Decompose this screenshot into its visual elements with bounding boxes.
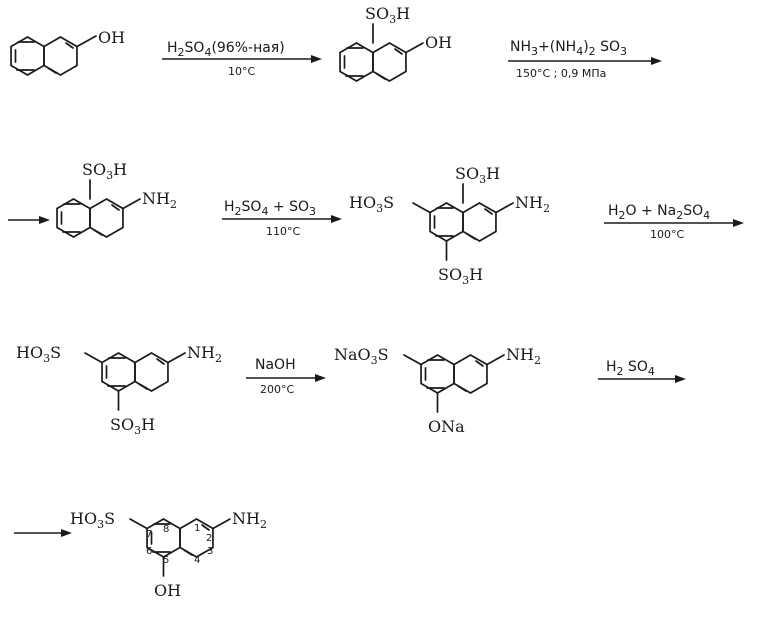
compound-sodium-salt: NH2 NaO3S ONa: [334, 345, 541, 436]
nh2-label: NH2: [515, 193, 550, 215]
compound-2-hydroxy-1-naphthalenesulfonic-acid: SO3H OH: [339, 4, 452, 82]
arrow-step-3: H2SO4 + SO3 110°C: [222, 199, 342, 238]
compound-6-amino-1-3-naphthalenedisulfonic-acid: NH2 HO3S SO3H: [16, 343, 222, 437]
so3h-label: SO3H: [82, 160, 127, 182]
left-ho3s-label: HO3S: [349, 193, 394, 215]
ona-label: ONa: [428, 417, 465, 436]
position-8: 8: [163, 524, 169, 535]
bottom-so3h-label: SO3H: [438, 265, 483, 287]
step1-condition: 10°C: [228, 65, 255, 78]
position-7: 7: [146, 529, 152, 540]
arrow-step-2: NH3+(NH4)2 SO3 150°C ; 0,9 МПа: [508, 39, 662, 80]
compound-2-amino-1-naphthalenesulfonic-acid: SO3H NH2: [56, 160, 177, 238]
nh2-label: NH2: [142, 189, 177, 211]
oh-label: OH: [154, 581, 181, 600]
compound-2-amino-1-5-7-naphthalenetrisulfonic-acid: SO3H NH2 HO3S SO3H: [349, 164, 550, 287]
arrow-step-4: H2O + Na2SO4 100°C: [604, 203, 744, 241]
arrow-continue-row4: [14, 529, 72, 537]
compound-final-product: NH2 HO3S OH 1 2 3 4 5 6 7 8: [70, 509, 267, 600]
left-nao3s-label: NaO3S: [334, 345, 389, 367]
position-4: 4: [194, 555, 200, 566]
position-3: 3: [207, 546, 213, 557]
position-5: 5: [163, 555, 169, 566]
step5-reagent: NaOH: [255, 357, 296, 373]
left-ho3s-label: HO3S: [70, 509, 115, 531]
step1-reagent: H2SO4(96%-ная): [167, 40, 285, 59]
step2-reagent: NH3+(NH4)2 SO3: [510, 39, 627, 58]
step5-condition: 200°C: [260, 383, 294, 396]
nh2-label: NH2: [232, 509, 267, 531]
step3-reagent: H2SO4 + SO3: [224, 199, 316, 218]
bottom-so3h-label: SO3H: [110, 415, 155, 437]
position-1: 1: [194, 523, 200, 534]
nh2-label: NH2: [506, 345, 541, 367]
top-so3h-label: SO3H: [455, 164, 500, 186]
position-2: 2: [206, 533, 212, 544]
arrow-step-1: H2SO4(96%-ная) 10°C: [162, 40, 322, 78]
compound-2-naphthol: OH: [10, 28, 125, 76]
arrow-continue-row2: [8, 216, 50, 224]
step4-condition: 100°C: [650, 228, 684, 241]
left-ho3s-label: HO3S: [16, 343, 61, 365]
step4-reagent: H2O + Na2SO4: [608, 203, 710, 222]
oh-label: OH: [425, 33, 452, 52]
step6-reagent: H2 SO4: [606, 359, 655, 378]
oh-label: OH: [98, 28, 125, 47]
arrow-step-5: NaOH 200°C: [246, 357, 326, 396]
so3h-label: SO3H: [365, 4, 410, 26]
position-6: 6: [146, 546, 152, 557]
nh2-label: NH2: [187, 343, 222, 365]
arrow-step-6: H2 SO4: [598, 359, 686, 383]
step3-condition: 110°C: [266, 225, 300, 238]
step2-condition: 150°C ; 0,9 МПа: [516, 67, 606, 80]
